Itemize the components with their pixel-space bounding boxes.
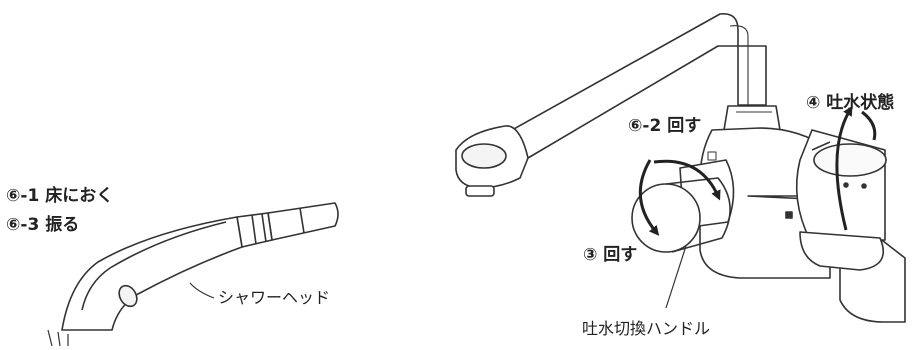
flow-arrow-icon <box>861 110 877 141</box>
step-6-3-label: ⑥-3 振る <box>6 215 80 235</box>
faucet-icon <box>455 13 906 323</box>
leader-line <box>189 282 215 299</box>
shower-head-label: シャワーヘッド <box>218 288 331 307</box>
rotate-arrow-icon <box>638 159 660 236</box>
step-6-2-label: ⑥-2 回す <box>628 116 702 136</box>
leader-line <box>665 245 687 309</box>
step-3-label: ③ 回す <box>583 245 638 265</box>
step-6-1-label: ⑥-1 床におく <box>6 186 114 206</box>
flow-arrow-icon <box>835 105 853 231</box>
shower-head-icon <box>47 202 339 347</box>
step-4-label: ④ 吐水状態 <box>806 93 895 113</box>
rotate-arrow-icon <box>653 159 721 201</box>
handle-label: 吐水切換ハンドル <box>582 319 711 338</box>
